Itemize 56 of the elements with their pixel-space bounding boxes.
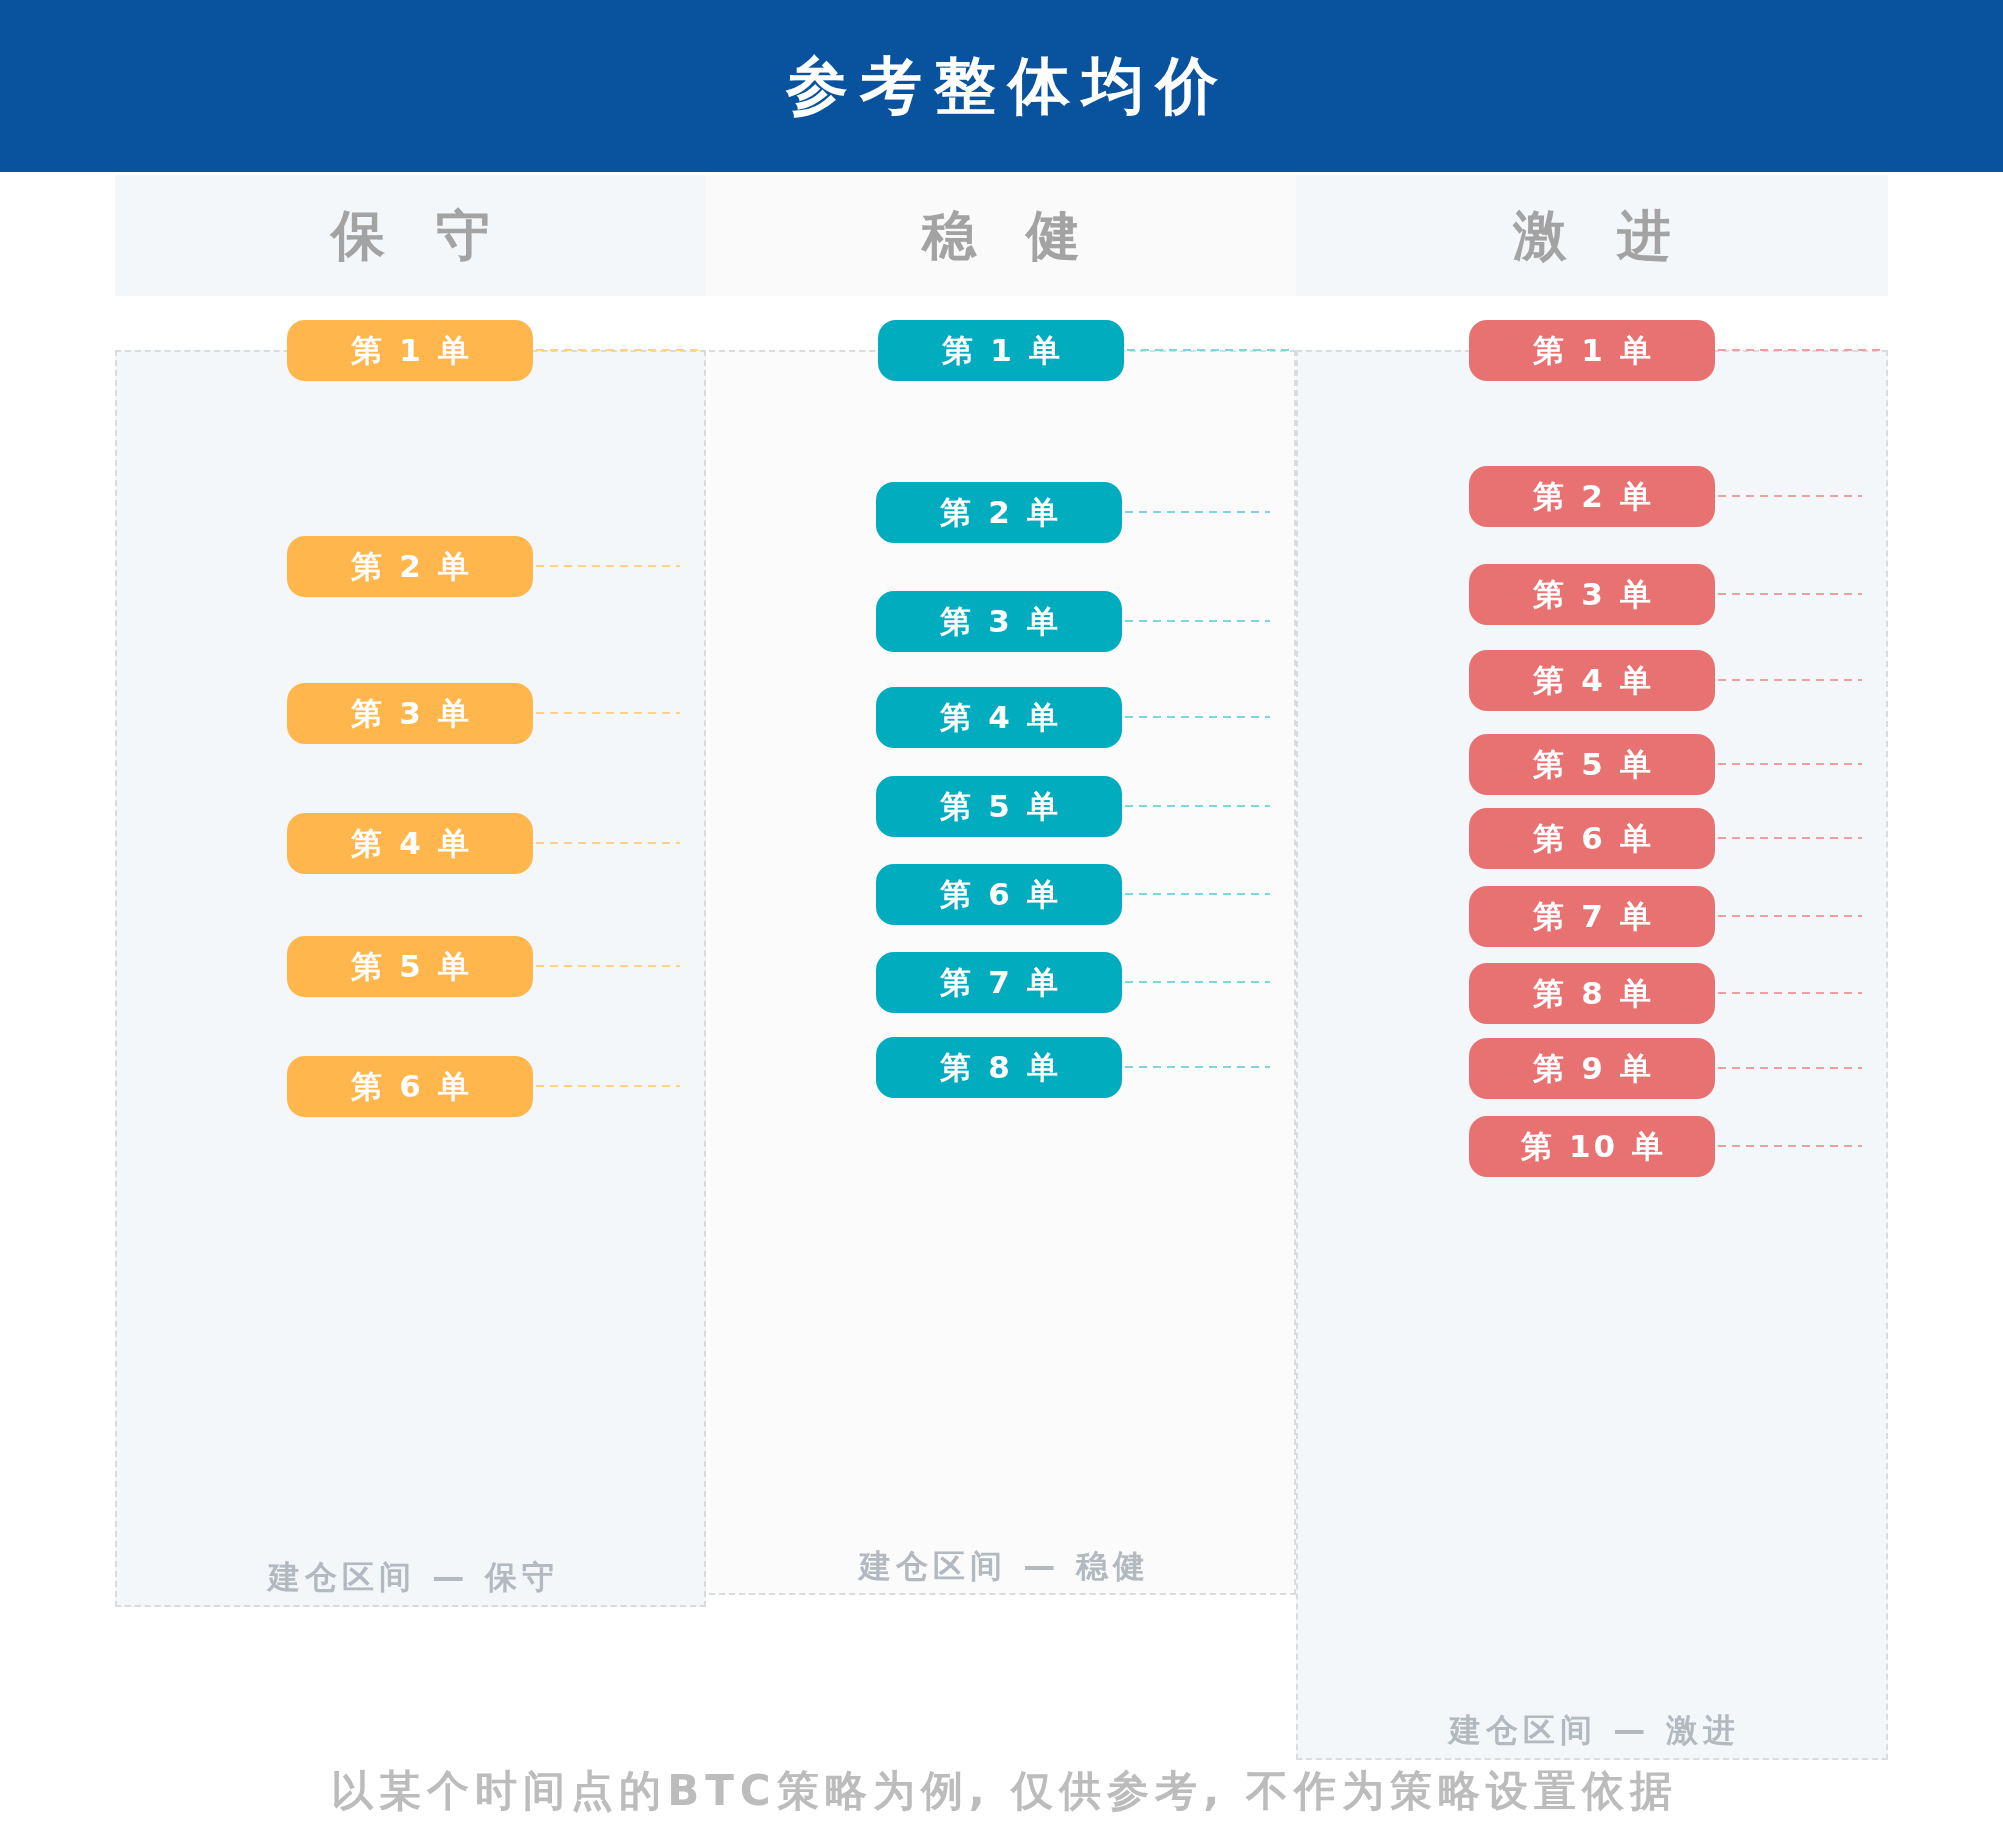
dashed-guide-line (1717, 495, 1863, 497)
order-tag: 第 6 单 (287, 1055, 533, 1117)
dashed-guide-line (1124, 716, 1271, 718)
dashed-guide-line (1124, 805, 1271, 807)
order-tag: 第 5 单 (287, 935, 533, 997)
dashed-guide-line (1124, 620, 1271, 622)
order-tag: 第 7 单 (876, 951, 1122, 1013)
dashed-guide-line (535, 349, 701, 351)
order-tag: 第 6 单 (1469, 807, 1715, 869)
order-tag: 第 10 单 (1469, 1115, 1715, 1177)
title: 参考整体均价 (784, 48, 1230, 124)
dashed-guide-line (1717, 1067, 1863, 1069)
dashed-guide-line (1124, 981, 1271, 983)
order-tag: 第 5 单 (876, 775, 1122, 837)
dashed-guide-line (1717, 992, 1863, 994)
range-label: 建仓区间 — 保守 (265, 1557, 560, 1597)
dashed-guide-line (535, 565, 681, 567)
dashed-guide-line (535, 842, 681, 844)
dashed-guide-line (1717, 1145, 1863, 1147)
order-tag: 第 7 单 (1469, 885, 1715, 947)
order-tag: 第 3 单 (1469, 563, 1715, 625)
order-tag: 第 5 单 (1469, 733, 1715, 795)
order-tag: 第 4 单 (1469, 649, 1715, 711)
order-tag: 第 4 单 (287, 812, 533, 874)
order-tag: 第 2 单 (876, 481, 1122, 543)
dashed-guide-line (1717, 915, 1863, 917)
dashed-guide-line (1126, 349, 1291, 351)
dashed-guide-line (1124, 511, 1271, 513)
dashed-guide-line (1717, 679, 1863, 681)
dashed-guide-line (1717, 349, 1883, 351)
dashed-guide-line (1717, 593, 1863, 595)
order-tag: 第 3 单 (287, 682, 533, 744)
order-tag: 第 8 单 (1469, 962, 1715, 1024)
column-header: 激 进 (1296, 175, 1888, 296)
dashed-guide-line (535, 1085, 681, 1087)
column-header: 保 守 (115, 175, 706, 296)
dashed-guide-line (1124, 893, 1271, 895)
order-tag: 第 9 单 (1469, 1037, 1715, 1099)
dashed-guide-line (1717, 763, 1863, 765)
order-tag: 第 2 单 (287, 535, 533, 597)
dashed-guide-line (1124, 1066, 1271, 1068)
order-tag: 第 1 单 (878, 319, 1124, 381)
order-tag: 第 6 单 (876, 863, 1122, 925)
order-tag: 第 4 单 (876, 686, 1122, 748)
caption: 以某个时间点的BTC策略为例, 仅供参考, 不作为策略设置依据 (330, 1765, 1678, 1817)
order-tag: 第 1 单 (1469, 319, 1715, 381)
dashed-guide-line (535, 712, 681, 714)
dashed-guide-line (1717, 837, 1863, 839)
order-tag: 第 2 单 (1469, 465, 1715, 527)
range-label: 建仓区间 — 激进 (1446, 1710, 1741, 1750)
order-tag: 第 3 单 (876, 590, 1122, 652)
order-tag: 第 8 单 (876, 1036, 1122, 1098)
column-header: 稳 健 (706, 175, 1296, 296)
dashed-guide-line (535, 965, 681, 967)
order-tag: 第 1 单 (287, 319, 533, 381)
range-label: 建仓区间 — 稳健 (856, 1546, 1151, 1586)
